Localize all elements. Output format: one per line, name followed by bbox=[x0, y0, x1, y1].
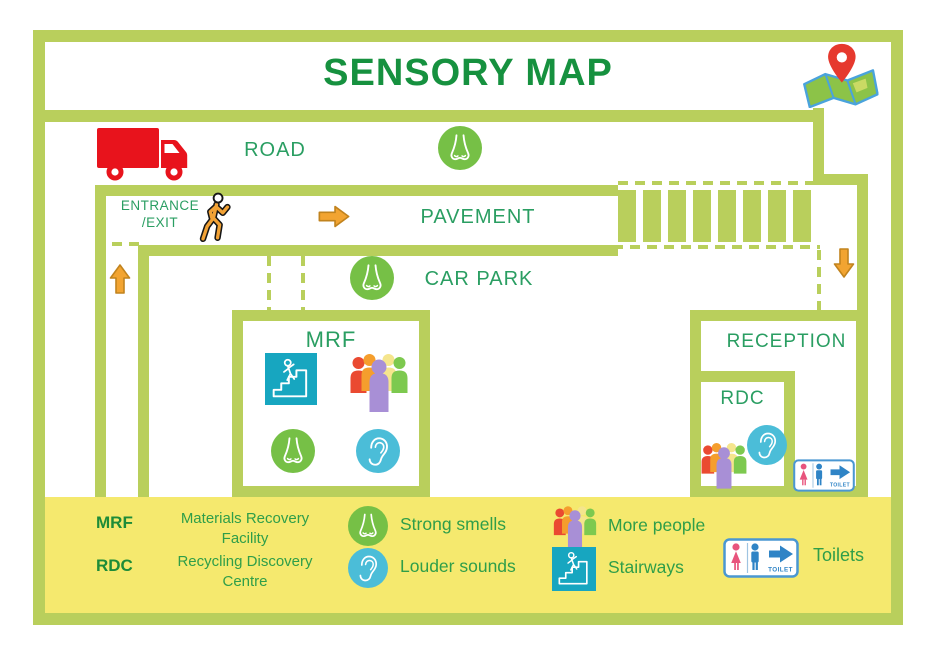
right-upper-wall bbox=[813, 108, 824, 180]
nose-icon bbox=[438, 126, 482, 170]
legend-label-smells: Strong smells bbox=[400, 514, 507, 534]
reception-label: RECEPTION bbox=[726, 331, 847, 352]
stairs-icon bbox=[552, 547, 596, 591]
legend-label-stairways: Stairways bbox=[608, 557, 684, 577]
parking-divider-dash bbox=[267, 256, 271, 310]
legend-label-toilets: Toilets bbox=[813, 545, 865, 565]
toilet-arrow-icon bbox=[830, 465, 851, 480]
mrf-label: MRF bbox=[305, 327, 357, 352]
man-figure bbox=[751, 543, 759, 570]
entrance-label-line1: ENTRANCE bbox=[120, 198, 200, 213]
legend-label-people: More people bbox=[608, 515, 706, 535]
pedestrian-crossing bbox=[618, 190, 814, 242]
road-label: ROAD bbox=[244, 139, 306, 161]
toilet-sign-text: TOILET bbox=[830, 483, 851, 489]
people-icon bbox=[347, 351, 411, 413]
legend-label-sounds: Louder sounds bbox=[400, 556, 516, 576]
legend-abbr-rdc: RDC bbox=[96, 556, 133, 575]
nose-icon bbox=[348, 506, 388, 546]
toilet-sign-icon: TOILET bbox=[723, 538, 799, 578]
man-figure bbox=[816, 463, 823, 486]
entrance-label-line2: /EXIT bbox=[141, 214, 179, 230]
title-divider-wall bbox=[45, 110, 820, 122]
ear-icon bbox=[356, 429, 400, 473]
nose-icon bbox=[271, 429, 315, 473]
mrf-building: MRF bbox=[232, 310, 430, 497]
page-title: SENSORY MAP bbox=[323, 52, 613, 94]
people-icon bbox=[550, 504, 600, 550]
pavement-top-wall bbox=[95, 185, 618, 196]
entrance-corridor-dash bbox=[95, 242, 139, 246]
ear-icon bbox=[348, 548, 388, 588]
pavement-label: PAVEMENT bbox=[420, 206, 536, 228]
people-icon bbox=[700, 438, 748, 492]
stairs-icon bbox=[265, 353, 317, 405]
toilet-arrow-icon bbox=[769, 545, 793, 563]
walking-person-icon bbox=[198, 192, 234, 244]
parking-divider-dash bbox=[301, 256, 305, 310]
crossing-bottom-dash bbox=[613, 245, 820, 249]
map-pin-icon bbox=[800, 42, 880, 108]
arrow-right-icon bbox=[318, 205, 350, 228]
crossing-top-dash bbox=[618, 181, 814, 185]
ear-icon bbox=[747, 425, 787, 465]
legend-meaning-mrf: Materials Recovery Facility bbox=[180, 510, 310, 548]
arrow-down-icon bbox=[833, 248, 855, 278]
arrow-up-icon bbox=[109, 264, 131, 294]
corridor-dash bbox=[817, 250, 821, 310]
rdc-label: RDC bbox=[720, 388, 765, 409]
carpark-left-wall bbox=[138, 245, 149, 497]
sensory-map-board: SENSORY MAP ROAD ENTRANCE /EXIT PAVEMENT… bbox=[33, 30, 903, 625]
woman-figure bbox=[799, 463, 808, 486]
truck-icon bbox=[95, 124, 201, 182]
legend-meaning-rdc: Recycling Discovery Centre bbox=[177, 553, 313, 591]
nose-icon bbox=[350, 256, 394, 300]
carpark-top-wall bbox=[138, 245, 618, 256]
left-corridor-wall bbox=[95, 185, 106, 497]
right-jog-wall bbox=[813, 174, 868, 185]
woman-figure bbox=[731, 543, 741, 570]
entrance-exit-label: ENTRANCE /EXIT bbox=[110, 198, 210, 232]
legend: MRF Materials Recovery Facility RDC Recy… bbox=[45, 497, 891, 613]
toilet-sign-icon: TOILET bbox=[793, 459, 855, 492]
legend-abbr-mrf: MRF bbox=[96, 513, 133, 532]
toilet-sign-text: TOILET bbox=[768, 567, 793, 574]
car-park-label: CAR PARK bbox=[424, 268, 534, 290]
